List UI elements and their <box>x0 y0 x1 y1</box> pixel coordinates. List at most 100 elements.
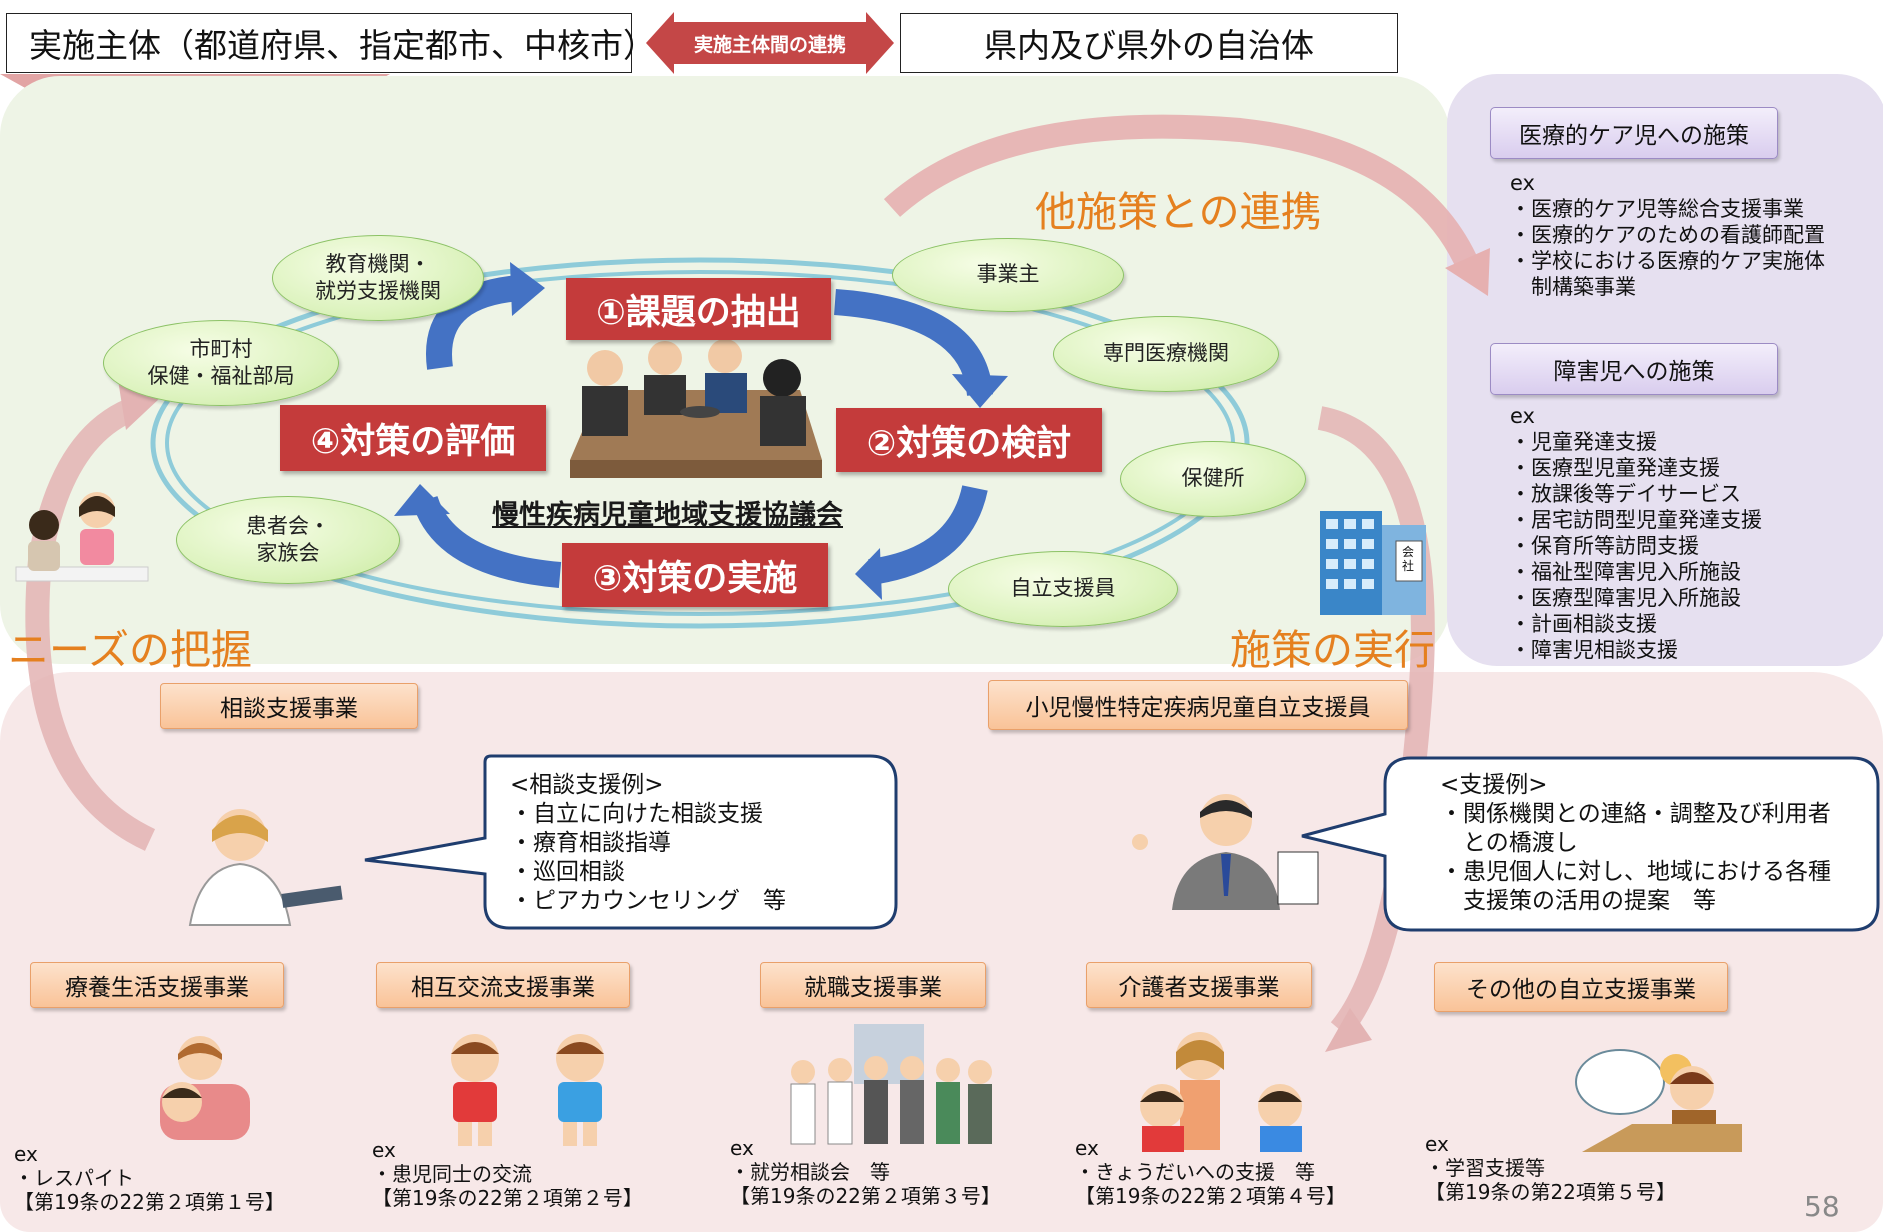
step-evaluate-measures: ④対策の評価 <box>280 405 546 471</box>
tag-caregiver-support: 介護者支援事業 <box>1086 962 1312 1008</box>
tag-support-staff-program: 小児慢性特定疾病児童自立支援員 <box>988 680 1408 730</box>
member-label: 市町村 <box>189 336 253 361</box>
consultation-illustration <box>15 492 149 582</box>
list-item: ・計画相談支援 <box>1510 612 1657 636</box>
collaboration-label: 実施主体間の連携 <box>693 33 846 56</box>
study-illustration <box>1575 1049 1742 1152</box>
member-patients-families: 患者会・ 家族会 <box>176 496 400 584</box>
program-mutual-exchange-details: ex ・患児同士の交流 【第19条の22第２項第２号】 <box>372 1138 643 1210</box>
program-example: ・レスパイト <box>14 1166 134 1190</box>
program-legal-basis: 【第19条の第22項第５号】 <box>1425 1180 1676 1204</box>
program-legal-basis: 【第19条の22第２項第２号】 <box>372 1186 643 1210</box>
program-care-life-details: ex ・レスパイト 【第19条の22第２項第１号】 <box>14 1142 285 1214</box>
program-legal-basis: 【第19条の22第２項第３号】 <box>730 1184 1001 1208</box>
step-consider-measures: ②対策の検討 <box>836 408 1102 472</box>
list-item: ・医療的ケア児等総合支援事業 <box>1510 197 1804 221</box>
list-item: ・医療的ケアのための看護師配置 <box>1510 223 1825 247</box>
program-legal-basis: 【第19条の22第２項第４号】 <box>1075 1184 1346 1208</box>
list-item: ・関係機関との連絡・調整及び利用者 <box>1440 801 1831 827</box>
member-label: 家族会 <box>256 541 320 565</box>
program-example: ・学習支援等 <box>1425 1156 1545 1180</box>
program-employment-details: ex ・就労相談会 等 【第19条の22第２項第３号】 <box>730 1136 1001 1208</box>
member-support-staff: 自立支援員 <box>948 551 1178 627</box>
list-item: ・療育相談指導 <box>510 830 671 856</box>
program-caregiver-details: ex ・きょうだいへの支援 等 【第19条の22第２項第４号】 <box>1075 1136 1346 1208</box>
list-item: ・自立に向けた相談支援 <box>510 801 763 827</box>
page-number: 58 <box>1804 1190 1840 1223</box>
list-item: ・ピアカウンセリング 等 <box>510 888 786 914</box>
list-item: 支援策の活用の提案 等 <box>1440 888 1716 914</box>
municipalities-box: 県内及び県外の自治体 <box>900 13 1398 73</box>
municipalities-label: 県内及び県外の自治体 <box>984 26 1314 65</box>
title-collaboration: 他施策との連携 <box>1035 188 1322 236</box>
tag-medical-care-children: 医療的ケア児への施策 <box>1490 107 1778 159</box>
support-speech-bubble <box>1301 756 1880 932</box>
member-municipality: 市町村 保健・福祉部局 <box>103 320 339 406</box>
member-specialist-hospital: 専門医療機関 <box>1053 316 1279 392</box>
list-item: ・学校における医療的ケア実施体 <box>1510 249 1825 273</box>
program-example: ・就労相談会 等 <box>730 1160 890 1184</box>
list-item: ・医療型児童発達支援 <box>1510 456 1720 480</box>
workers-illustration <box>790 1024 992 1145</box>
company-building-icon <box>1320 511 1426 615</box>
member-employer: 事業主 <box>892 238 1124 312</box>
program-example: ・きょうだいへの支援 等 <box>1075 1160 1315 1184</box>
tag-mutual-exchange: 相互交流支援事業 <box>376 962 630 1008</box>
consult-examples: <相談支援例> ・自立に向けた相談支援 ・療育相談指導 ・巡回相談 ・ピアカウン… <box>510 771 786 916</box>
collaboration-double-arrow <box>646 12 894 74</box>
list-item: 制構築事業 <box>1510 275 1636 299</box>
member-education-employment: 教育機関・ 就労支援機関 <box>272 235 484 321</box>
list-item: ・児童発達支援 <box>1510 430 1657 454</box>
consult-speech-bubble <box>364 754 898 930</box>
program-example: ・患児同士の交流 <box>372 1162 532 1186</box>
nurse-illustration <box>188 809 343 926</box>
list-item: ・巡回相談 <box>510 859 625 885</box>
ex-label: ex <box>1510 404 1535 428</box>
building-sign: 会社 <box>1401 545 1414 573</box>
tag-consultation-support: 相談支援事業 <box>160 683 418 729</box>
ex-label: ex <box>372 1138 396 1162</box>
tag-care-life-support: 療養生活支援事業 <box>30 962 284 1008</box>
meeting-illustration <box>570 339 822 478</box>
ex-label: ex <box>1510 171 1535 195</box>
step-extract-issues: ①課題の抽出 <box>566 278 831 340</box>
medical-care-list: ex ・医療的ケア児等総合支援事業 ・医療的ケアのための看護師配置 ・学校におけ… <box>1510 170 1825 300</box>
support-examples: <支援例> ・関係機関との連絡・調整及び利用者 との橋渡し ・患児個人に対し、地… <box>1440 771 1831 916</box>
member-label: 就労支援機関 <box>315 279 441 303</box>
list-item: ・患児個人に対し、地域における各種 <box>1440 859 1831 885</box>
council-name: 慢性疾病児童地域支援協議会 <box>492 500 843 531</box>
member-label: 教育機関・ <box>325 251 431 276</box>
bubble-heading: <支援例> <box>1440 772 1548 798</box>
list-item: ・障害児相談支援 <box>1510 638 1678 662</box>
mother-child-illustration <box>160 1036 250 1140</box>
list-item: ・居宅訪問型児童発達支援 <box>1510 508 1762 532</box>
children-illustration <box>451 1034 604 1146</box>
ex-label: ex <box>730 1136 754 1160</box>
bubble-heading: <相談支援例> <box>510 772 664 798</box>
list-item: ・放課後等デイサービス <box>1510 482 1741 506</box>
tag-employment-support: 就職支援事業 <box>760 962 986 1008</box>
member-label: 患者会・ <box>246 513 330 538</box>
program-other-details: ex ・学習支援等 【第19条の第22項第５号】 <box>1425 1132 1676 1204</box>
title-policy-execution: 施策の実行 <box>1230 626 1435 674</box>
disability-list: ex ・児童発達支援 ・医療型児童発達支援 ・放課後等デイサービス ・居宅訪問型… <box>1510 403 1762 663</box>
program-legal-basis: 【第19条の22第２項第１号】 <box>14 1190 285 1214</box>
ex-label: ex <box>14 1142 38 1166</box>
tag-other-support: その他の自立支援事業 <box>1434 962 1728 1012</box>
implementing-body-label: 実施主体（都道府県、指定都市、中核市） <box>29 26 656 65</box>
tag-disabled-children: 障害児への施策 <box>1490 343 1778 395</box>
staff-man-illustration <box>1132 794 1319 910</box>
list-item: ・福祉型障害児入所施設 <box>1510 560 1741 584</box>
list-item: ・医療型障害児入所施設 <box>1510 586 1741 610</box>
ex-label: ex <box>1075 1136 1099 1160</box>
ex-label: ex <box>1425 1132 1449 1156</box>
step-implement-measures: ③対策の実施 <box>562 543 828 607</box>
list-item: との橋渡し <box>1440 830 1578 856</box>
title-needs-assessment: ニーズの把握 <box>8 626 252 674</box>
implementing-body-box: 実施主体（都道府県、指定都市、中核市） <box>6 13 656 73</box>
member-health-center: 保健所 <box>1120 441 1306 517</box>
list-item: ・保育所等訪問支援 <box>1510 534 1699 558</box>
siblings-illustration <box>1140 1032 1302 1152</box>
member-label: 保健・福祉部局 <box>147 364 295 388</box>
